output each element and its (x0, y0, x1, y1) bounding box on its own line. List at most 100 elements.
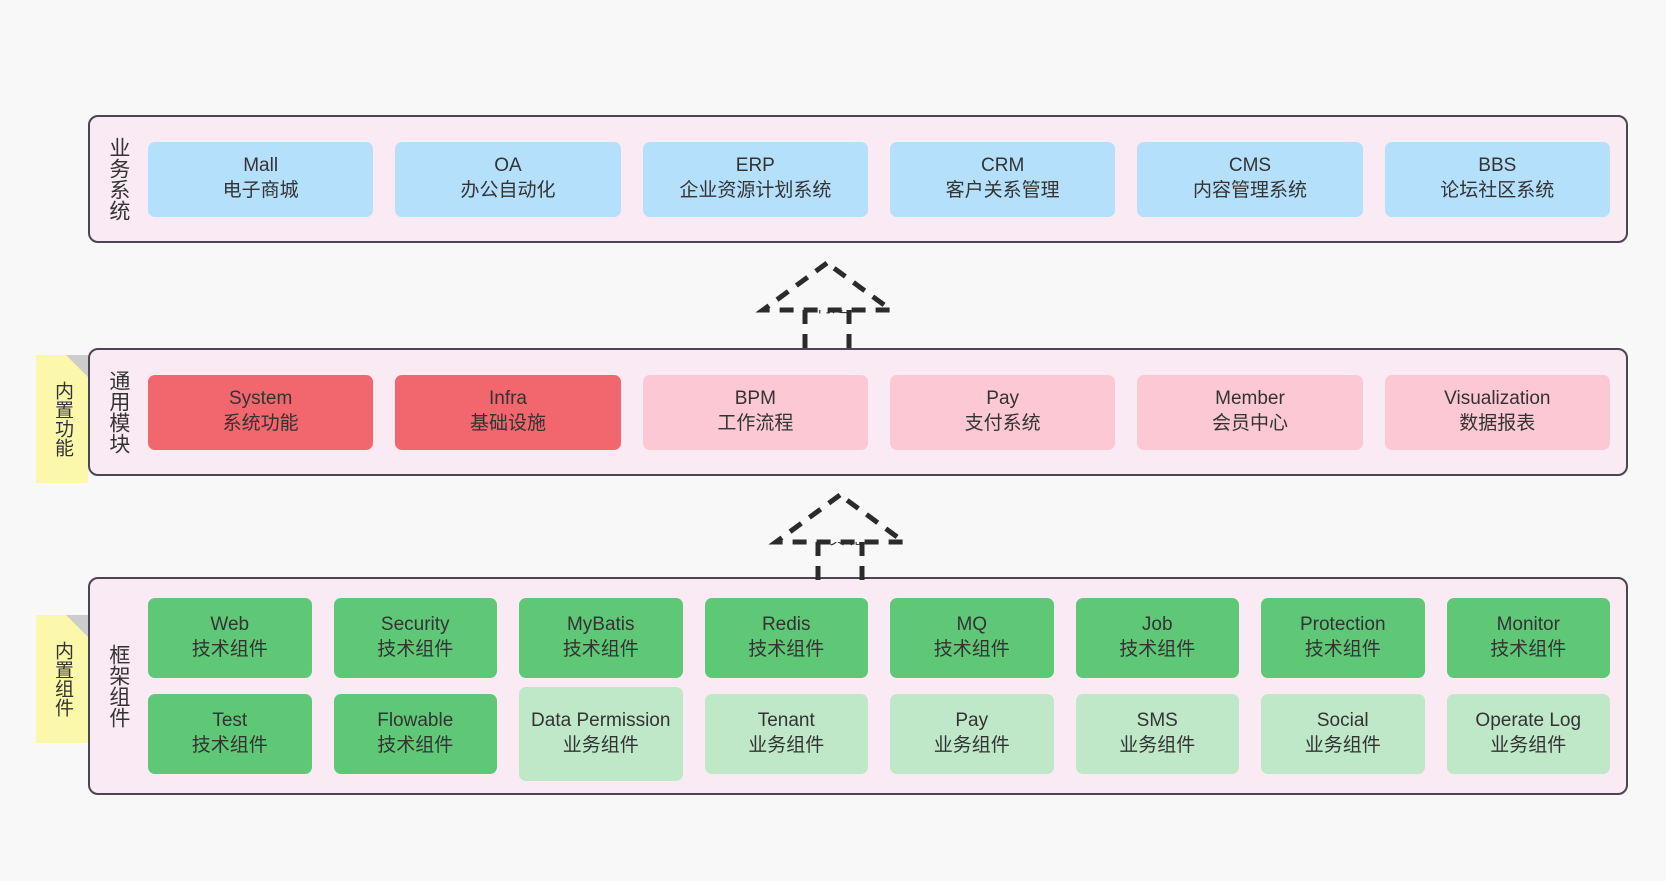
node-title: BPM (734, 388, 776, 410)
node-pay[interactable]: Pay 支付系统 (889, 374, 1116, 450)
node-title: Protection (1299, 614, 1386, 636)
layer-framework-components: 框架组件 Web 技术组件 Security 技术组件 MyBatis 技术组件… (88, 577, 1628, 795)
layer-title-business-systems: 业务系统 (106, 137, 130, 221)
node-title: OA (494, 155, 522, 177)
node-infra[interactable]: Infra 基础设施 (395, 374, 621, 450)
connector-build (755, 258, 905, 350)
node-operate-log[interactable]: Operate Log 业务组件 (1446, 694, 1610, 774)
node-member[interactable]: Member 会员中心 (1137, 374, 1363, 450)
layer-business-systems: 业务系统 Mall 电子商城 OA 办公自动化 ERP 企业资源计划系统 CRM… (88, 115, 1628, 243)
note-label: 内置功能 (51, 381, 73, 457)
node-title: Social (1316, 710, 1369, 732)
node-subtitle: 技术组件 (562, 639, 639, 660)
note-fold-corner-icon (66, 615, 88, 637)
node-mybatis[interactable]: MyBatis 技术组件 (519, 598, 683, 678)
node-subtitle: 基础设施 (469, 413, 546, 434)
node-title: Pay (955, 710, 989, 732)
node-subtitle: 技术组件 (377, 639, 454, 660)
node-erp[interactable]: ERP 企业资源计划系统 (642, 141, 868, 217)
node-title: MQ (956, 614, 988, 636)
node-title: Test (212, 710, 248, 732)
node-title: System (228, 388, 293, 410)
node-mall[interactable]: Mall 电子商城 (148, 141, 374, 217)
node-sms[interactable]: SMS 业务组件 (1075, 694, 1239, 774)
node-visualization[interactable]: Visualization 数据报表 (1384, 374, 1610, 450)
node-title: Tenant (757, 710, 815, 732)
node-bbs[interactable]: BBS 论坛社区系统 (1384, 141, 1610, 217)
node-subtitle: 技术组件 (191, 735, 268, 756)
node-subtitle: 数据报表 (1459, 413, 1536, 434)
node-subtitle: 业务组件 (1490, 735, 1567, 756)
note-builtin-features: 内置功能 (36, 355, 88, 483)
node-subtitle: 系统功能 (222, 413, 299, 434)
layer-common-modules: 通用模块 System 系统功能 Infra 基础设施 BPM 工作流程 Pay… (88, 348, 1628, 476)
node-crm[interactable]: CRM 客户关系管理 (889, 141, 1116, 217)
node-data-permission[interactable]: Data Permission 业务组件 (519, 687, 683, 781)
node-subtitle: 企业资源计划系统 (679, 180, 832, 201)
layer-body-common-modules: System 系统功能 Infra 基础设施 BPM 工作流程 Pay 支付系统… (140, 350, 1626, 474)
row: Web 技术组件 Security 技术组件 MyBatis 技术组件 Redi… (148, 598, 1610, 678)
node-subtitle: 业务组件 (562, 735, 639, 756)
node-subtitle: 技术组件 (1304, 639, 1381, 660)
node-title: Flowable (377, 710, 454, 732)
node-subtitle: 内容管理系统 (1192, 180, 1307, 201)
node-monitor[interactable]: Monitor 技术组件 (1446, 598, 1610, 678)
node-subtitle: 业务组件 (1119, 735, 1196, 756)
node-subtitle: 技术组件 (1490, 639, 1567, 660)
node-title: Monitor (1496, 614, 1560, 636)
node-title: Mall (243, 155, 279, 177)
node-title: BBS (1478, 155, 1517, 177)
node-subtitle: 业务组件 (1304, 735, 1381, 756)
node-bpm[interactable]: BPM 工作流程 (642, 374, 868, 450)
node-title: CRM (981, 155, 1025, 177)
node-web[interactable]: Web 技术组件 (148, 598, 312, 678)
connector-implement (768, 490, 918, 582)
node-title: Visualization (1444, 388, 1551, 410)
node-subtitle: 支付系统 (964, 413, 1041, 434)
node-title: MyBatis (566, 614, 635, 636)
node-subtitle: 技术组件 (933, 639, 1010, 660)
node-subtitle: 技术组件 (748, 639, 825, 660)
node-subtitle: 电子商城 (222, 180, 299, 201)
node-title: Member (1215, 388, 1285, 410)
node-title: Job (1141, 614, 1173, 636)
node-title: CMS (1228, 155, 1272, 177)
row: Mall 电子商城 OA 办公自动化 ERP 企业资源计划系统 CRM 客户关系… (148, 141, 1610, 217)
node-subtitle: 业务组件 (748, 735, 825, 756)
node-job[interactable]: Job 技术组件 (1075, 598, 1239, 678)
node-tenant[interactable]: Tenant 业务组件 (704, 694, 868, 774)
node-pay-business[interactable]: Pay 业务组件 (890, 694, 1054, 774)
node-oa[interactable]: OA 办公自动化 (395, 141, 621, 217)
node-protection[interactable]: Protection 技术组件 (1261, 598, 1425, 678)
node-title: Security (380, 614, 450, 636)
node-subtitle: 工作流程 (717, 413, 794, 434)
note-fold-corner-icon (66, 355, 88, 377)
node-security[interactable]: Security 技术组件 (333, 598, 497, 678)
node-subtitle: 技术组件 (377, 735, 454, 756)
node-subtitle: 会员中心 (1211, 413, 1288, 434)
note-builtin-components: 内置组件 (36, 615, 88, 743)
node-flowable[interactable]: Flowable 技术组件 (333, 694, 497, 774)
node-title: Infra (488, 388, 527, 410)
node-subtitle: 客户关系管理 (945, 180, 1060, 201)
node-system[interactable]: System 系统功能 (148, 374, 374, 450)
node-subtitle: 办公自动化 (460, 180, 556, 201)
node-title: Pay (986, 388, 1020, 410)
node-title: Redis (761, 614, 811, 636)
node-mq[interactable]: MQ 技术组件 (890, 598, 1054, 678)
node-title: Operate Log (1475, 710, 1582, 732)
node-subtitle: 业务组件 (933, 735, 1010, 756)
node-subtitle: 技术组件 (1119, 639, 1196, 660)
node-redis[interactable]: Redis 技术组件 (704, 598, 868, 678)
node-title: ERP (735, 155, 775, 177)
layer-title-framework-components: 框架组件 (106, 644, 130, 728)
node-title: Data Permission (531, 710, 671, 732)
node-subtitle: 论坛社区系统 (1440, 180, 1555, 201)
note-label: 内置组件 (51, 641, 73, 717)
node-test[interactable]: Test 技术组件 (148, 694, 312, 774)
node-social[interactable]: Social 业务组件 (1261, 694, 1425, 774)
node-cms[interactable]: CMS 内容管理系统 (1137, 141, 1363, 217)
layer-body-business-systems: Mall 电子商城 OA 办公自动化 ERP 企业资源计划系统 CRM 客户关系… (140, 117, 1626, 241)
node-subtitle: 技术组件 (191, 639, 268, 660)
